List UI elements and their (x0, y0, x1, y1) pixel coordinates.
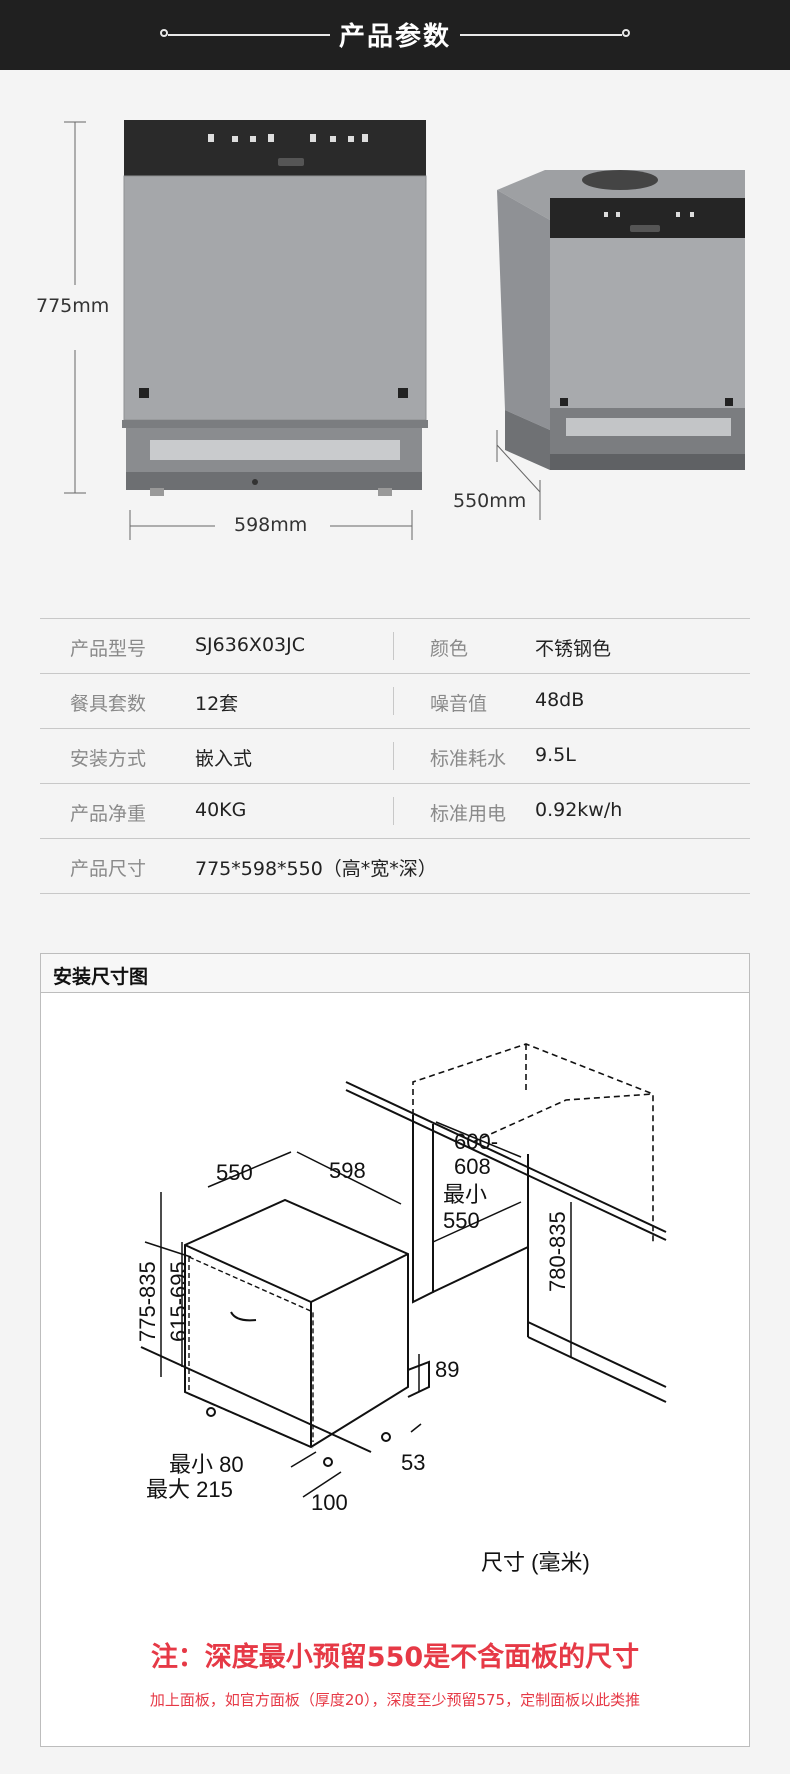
width-dim-label: 598mm (234, 514, 308, 536)
depth-note-sub: 加上面板，如官方面板（厚度20），深度至少预留575，定制面板以此类推 (149, 1691, 641, 1709)
install-dimension-diagram: 550 598 600- 608 最小 550 780-835 775-835 … (135, 1043, 667, 1575)
diagram-label-100: 100 (311, 1490, 348, 1515)
spec-label: 颜色 (430, 638, 469, 660)
column-divider (393, 632, 394, 660)
spec-value: 不锈钢色 (535, 638, 612, 660)
section-header: 产品参数 (0, 0, 790, 70)
install-dimension-panel: 安装尺寸图 (40, 953, 750, 1747)
height-dimension-line (64, 121, 86, 494)
spec-table: 产品型号 SJ636X03JC 颜色 不锈钢色 餐具套数 12套 噪音值 48d… (40, 618, 750, 894)
spec-row: 产品尺寸 775*598*550（高*宽*深） (40, 838, 750, 894)
spec-value: 0.92kw/h (535, 799, 623, 821)
diagram-label-775-835: 775-835 (135, 1261, 160, 1342)
spec-label: 安装方式 (70, 748, 147, 770)
depth-note-main: 注：深度最小预留550是不含面板的尺寸 (150, 1642, 640, 1673)
diagram-label-600: 600- (454, 1129, 498, 1154)
spec-label: 标准耗水 (430, 748, 507, 770)
diagram-label-min550: 550 (443, 1208, 480, 1233)
spec-row: 产品净重 40KG 标准用电 0.92kw/h (40, 783, 750, 838)
diagram-label-89: 89 (435, 1357, 459, 1382)
spec-value: 嵌入式 (195, 748, 253, 770)
install-panel-header: 安装尺寸图 (41, 954, 749, 993)
spec-label: 产品型号 (70, 638, 147, 660)
column-divider (393, 742, 394, 770)
dishwasher-front-view (122, 120, 428, 496)
diagram-label-550: 550 (216, 1160, 253, 1185)
door-handle (230, 1311, 257, 1322)
depth-dim-label: 550mm (453, 490, 527, 512)
width-dimension-line (129, 510, 413, 540)
spec-label: 餐具套数 (70, 693, 147, 715)
diagram-label-min80: 最小 80 (169, 1452, 244, 1477)
diagram-label-53: 53 (401, 1450, 425, 1475)
header-right-dot (622, 29, 630, 37)
spec-value: 48dB (535, 689, 585, 711)
header-right-line (460, 34, 622, 36)
spec-row: 安装方式 嵌入式 标准耗水 9.5L (40, 728, 750, 783)
dishwasher-perspective-view (497, 170, 745, 470)
column-divider (393, 687, 394, 715)
spec-row: 产品型号 SJ636X03JC 颜色 不锈钢色 (40, 618, 750, 673)
spec-value: 9.5L (535, 744, 576, 766)
spec-label: 产品尺寸 (70, 858, 147, 880)
countertop-edge (345, 1081, 667, 1233)
product-photos: 775mm 598mm 550mm (0, 70, 790, 590)
depth-dimension-line (496, 430, 541, 520)
diagram-label-min: 最小 (443, 1182, 487, 1207)
diagram-label-615-695: 615-695 (166, 1261, 191, 1342)
header-left-line (168, 34, 330, 36)
spec-value: 40KG (195, 799, 247, 821)
page-title: 产品参数 (338, 22, 451, 52)
install-panel-title: 安装尺寸图 (53, 966, 149, 988)
diagram-label-780-835: 780-835 (545, 1211, 570, 1292)
spec-value: SJ636X03JC (195, 634, 305, 656)
spec-value: 775*598*550（高*宽*深） (195, 858, 437, 880)
spec-row: 餐具套数 12套 噪音值 48dB (40, 673, 750, 728)
dishwasher-illustration (64, 120, 745, 540)
column-divider (393, 797, 394, 825)
spec-value: 12套 (195, 693, 239, 715)
header-left-dot (160, 29, 168, 37)
diagram-label-608: 608 (454, 1154, 491, 1179)
dishwasher-outline (184, 1198, 409, 1449)
spec-label: 产品净重 (70, 803, 147, 825)
diagram-unit-label: 尺寸 (毫米) (481, 1550, 590, 1575)
diagram-label-max215: 最大 215 (146, 1477, 233, 1502)
height-dim-label: 775mm (36, 295, 110, 317)
diagram-label-598: 598 (329, 1158, 366, 1183)
spec-label: 噪音值 (430, 693, 488, 715)
spec-label: 标准用电 (430, 803, 507, 825)
